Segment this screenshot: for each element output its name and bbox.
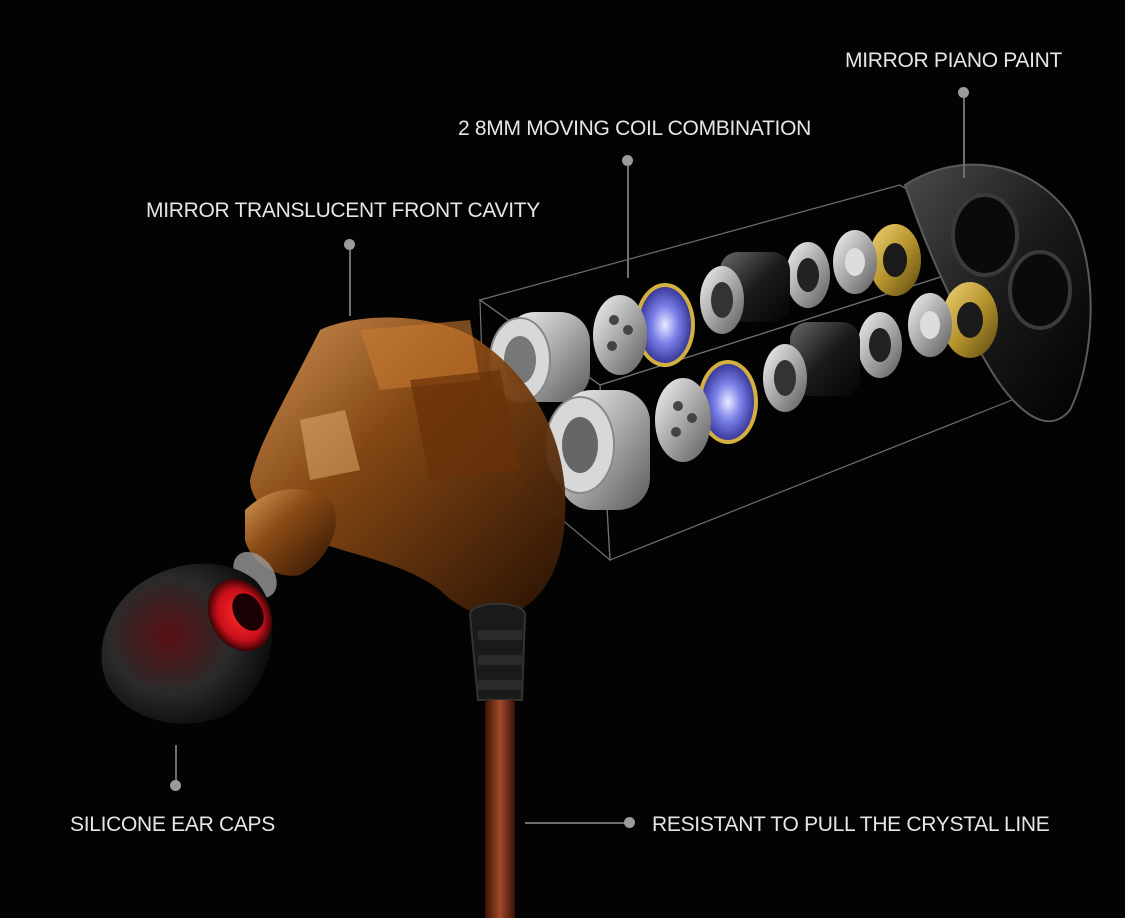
front-cavity-shell — [245, 317, 566, 617]
lower-coil-stack — [655, 282, 998, 462]
label-moving-coil: 2 8MM MOVING COIL COMBINATION — [458, 117, 811, 140]
back-shell — [903, 163, 1092, 423]
label-crystal-line: RESISTANT TO PULL THE CRYSTAL LINE — [652, 813, 1050, 836]
ear-cap — [101, 563, 273, 724]
leader-dot-front-cavity — [344, 239, 355, 250]
leader-dot-crystal-line — [624, 817, 635, 828]
leader-line-ear-caps — [175, 745, 177, 790]
leader-line-crystal-line — [525, 822, 625, 824]
leader-dot-piano-paint — [958, 87, 969, 98]
cable — [468, 602, 527, 918]
leader-dot-moving-coil — [622, 155, 633, 166]
leader-dot-ear-caps — [170, 780, 181, 791]
label-front-cavity: MIRROR TRANSLUCENT FRONT CAVITY — [146, 199, 541, 222]
leader-line-piano-paint — [963, 98, 965, 178]
label-ear-caps: SILICONE EAR CAPS — [70, 813, 275, 836]
leader-line-moving-coil — [627, 166, 629, 278]
label-mirror-piano-paint: MIRROR PIANO PAINT — [845, 49, 1063, 72]
leader-line-front-cavity — [349, 250, 351, 316]
upper-coil-stack — [593, 224, 921, 375]
